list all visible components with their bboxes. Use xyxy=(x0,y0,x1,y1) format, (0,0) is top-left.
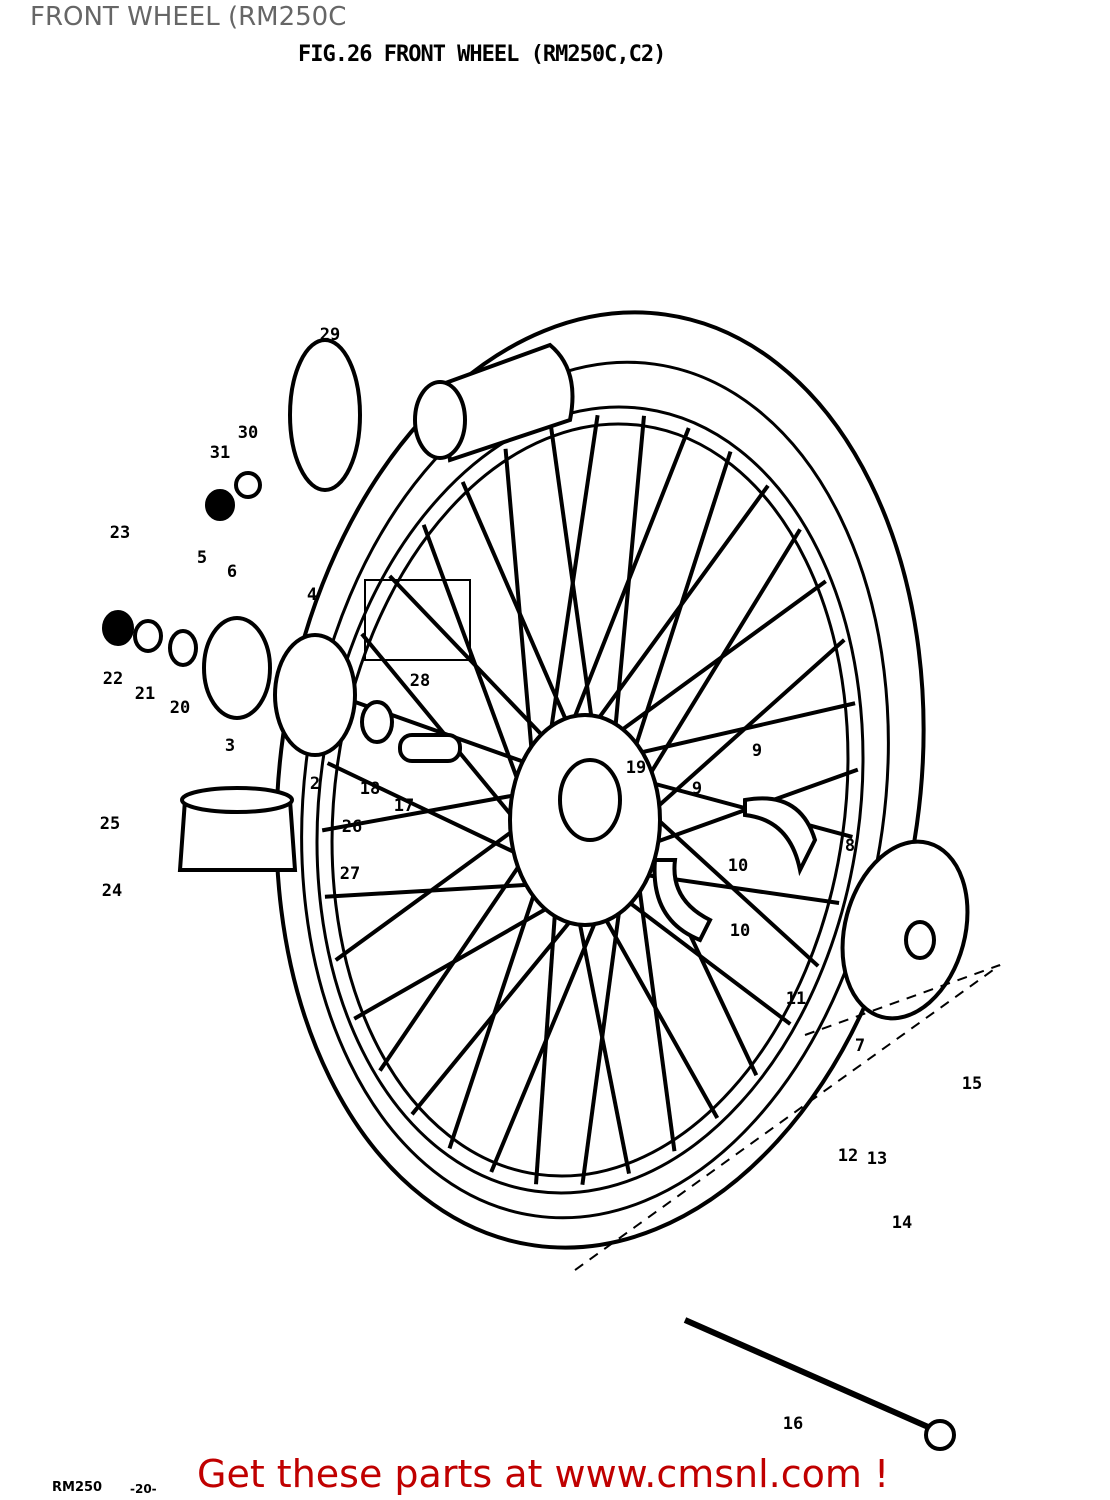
part-callout-5: 5 xyxy=(197,548,207,568)
spoke xyxy=(605,579,827,743)
spoke xyxy=(324,881,546,899)
part-callout-10: 10 xyxy=(728,856,748,876)
spoke xyxy=(353,897,565,1021)
footer-model-code: RM250 xyxy=(52,1480,103,1495)
part-callout-26: 26 xyxy=(342,817,362,837)
part-callout-23: 23 xyxy=(110,523,130,543)
part-callout-27: 27 xyxy=(340,864,360,884)
spoke xyxy=(545,414,600,754)
part-callout-12: 12 xyxy=(838,1146,858,1166)
part-callout-22: 22 xyxy=(103,669,123,689)
spoke xyxy=(634,863,677,1152)
spokes xyxy=(321,414,859,1186)
part-callout-9: 9 xyxy=(752,741,762,761)
spoke xyxy=(624,701,856,759)
brake-panel xyxy=(652,796,970,1021)
part-callout-10: 10 xyxy=(730,921,750,941)
hub xyxy=(508,713,662,927)
part-callout-7: 7 xyxy=(855,1036,865,1056)
part-callouts: 29 30 31 23 56 4 22 21 20 3 28 2 18 17 19 9 9 25 26 27 24 8 10… xyxy=(100,325,982,1434)
spoke xyxy=(326,761,534,863)
part-callout-9: 9 xyxy=(692,779,702,799)
part-callout-20: 20 xyxy=(170,698,190,718)
part-callout-4: 4 xyxy=(307,585,317,605)
part-callout-29: 29 xyxy=(320,325,340,345)
part-callout-2: 2 xyxy=(310,774,320,794)
spoke xyxy=(388,574,556,749)
axle xyxy=(683,1317,956,1451)
spoke xyxy=(563,427,691,741)
part-callout-21: 21 xyxy=(135,684,155,704)
part-callout-24: 24 xyxy=(102,881,122,901)
part-callout-6: 6 xyxy=(227,562,237,582)
part-callout-8: 8 xyxy=(845,836,855,856)
figure-title: FIG.26 FRONT WHEEL (RM250C,C2) xyxy=(298,42,666,67)
dashed-guides xyxy=(574,964,1001,1271)
spoke xyxy=(410,903,586,1116)
part-callout-11: 11 xyxy=(786,989,806,1009)
spoke xyxy=(642,805,820,968)
spoke xyxy=(503,448,536,776)
cmsnl-parts-link[interactable]: Get these parts at www.cmsnl.com ! xyxy=(197,1452,890,1496)
left-hub-parts xyxy=(102,338,471,763)
part-callout-28: 28 xyxy=(410,671,430,691)
part-callout-30: 30 xyxy=(238,423,258,443)
tube xyxy=(177,342,575,872)
spoke xyxy=(421,524,529,804)
part-callout-25: 25 xyxy=(100,814,120,834)
part-callout-13: 13 xyxy=(867,1149,887,1169)
footer-page-number: -20- xyxy=(130,1482,157,1496)
spoke xyxy=(580,886,625,1186)
part-callout-18: 18 xyxy=(360,779,380,799)
spoke xyxy=(584,484,770,737)
part-callout-15: 15 xyxy=(962,1074,982,1094)
part-callout-14: 14 xyxy=(892,1213,912,1233)
part-callout-17: 17 xyxy=(394,796,414,816)
part-callout-19: 19 xyxy=(626,758,646,778)
part-callout-31: 31 xyxy=(210,443,230,463)
part-callout-3: 3 xyxy=(225,736,235,756)
part-callout-16: 16 xyxy=(783,1414,803,1434)
spoke xyxy=(489,899,607,1173)
overlay-title: FRONT WHEEL (RM250C xyxy=(30,2,347,32)
